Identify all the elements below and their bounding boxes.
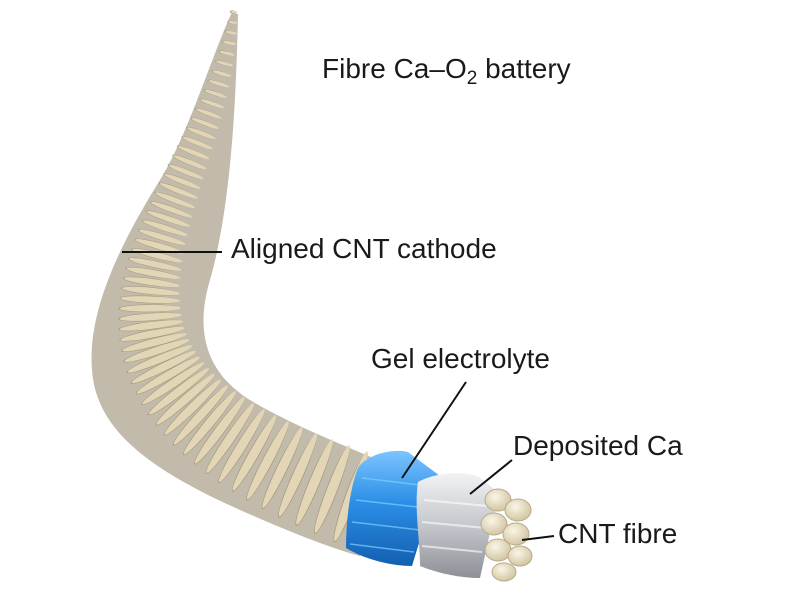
cnt-fibre-bundle xyxy=(480,488,533,582)
cathode-ring xyxy=(119,295,180,304)
cathode-underlay xyxy=(91,12,400,556)
cathode-ring xyxy=(295,439,333,526)
cathode-ring xyxy=(194,108,222,119)
cathode-ring xyxy=(155,373,215,426)
cathode-ring xyxy=(227,20,238,24)
label-cnt-fibre: CNT fibre xyxy=(558,518,678,549)
leader-line-cnt-fibre xyxy=(521,535,555,541)
cathode-ring xyxy=(135,356,200,395)
cathode-ring xyxy=(231,415,277,492)
cathode-ring xyxy=(126,345,193,374)
cathode-ring xyxy=(218,50,235,56)
cathode-ring xyxy=(122,276,180,288)
cathode-ring xyxy=(123,339,190,363)
label-deposited-ca: Deposited Ca xyxy=(513,430,683,461)
cathode-ring xyxy=(181,136,213,150)
cathode-ring xyxy=(163,379,221,436)
leader-line-electrolyte xyxy=(401,381,467,479)
cathode-ring xyxy=(214,60,234,67)
cathode-ring xyxy=(158,182,198,199)
diagram-title: Fibre Ca–O2 battery xyxy=(322,53,571,89)
cathode-ring xyxy=(172,385,228,446)
cathode-ring xyxy=(185,126,216,140)
label-aligned-cnt-cathode: Aligned CNT cathode xyxy=(231,233,497,264)
cathode-ring xyxy=(118,312,182,322)
cathode-ring xyxy=(167,164,204,180)
cathode-ring xyxy=(163,173,201,189)
cathode-ring xyxy=(176,145,210,160)
cathode-ring xyxy=(147,368,209,416)
cathode-ring xyxy=(199,98,225,109)
cathode-ring xyxy=(278,433,318,518)
cathode-ring xyxy=(203,89,227,98)
cathode-ring xyxy=(145,210,190,227)
cathode-ring xyxy=(182,391,236,456)
leader-line-deposited-ca xyxy=(469,459,513,495)
cathode-ring xyxy=(120,333,187,352)
cathode-ring xyxy=(218,409,265,483)
cathode-ring xyxy=(224,30,237,35)
cathode-ring xyxy=(134,238,184,254)
cathode-ring xyxy=(205,403,255,474)
cathode-ring xyxy=(190,117,219,129)
cathode-ring xyxy=(221,40,236,45)
cathode-ring xyxy=(119,326,185,342)
cathode-ring xyxy=(127,257,182,271)
cathode-ring xyxy=(118,319,183,332)
label-gel-electrolyte: Gel electrolyte xyxy=(371,343,550,374)
cathode-ring xyxy=(141,219,188,236)
cathode-ring xyxy=(172,154,207,170)
cathode-ring xyxy=(207,79,230,88)
cathode-ring xyxy=(125,267,181,279)
cathode-ring xyxy=(149,201,193,218)
gel-electrolyte-layer xyxy=(346,450,440,566)
cathode-ring xyxy=(120,286,180,296)
cathode-ring xyxy=(246,421,289,501)
cathode-ring xyxy=(211,69,232,77)
cathode-ring xyxy=(141,362,204,405)
deposited-ca-layer xyxy=(416,473,500,578)
cathode-ring xyxy=(313,445,350,535)
cathode-ring xyxy=(137,229,186,245)
cathode-ring xyxy=(130,351,196,384)
cathode-ring xyxy=(118,304,181,313)
cathode-ring xyxy=(229,10,237,14)
cathode-ring xyxy=(193,397,245,465)
cathode-ring xyxy=(261,427,303,510)
cathode-ring xyxy=(154,191,195,209)
